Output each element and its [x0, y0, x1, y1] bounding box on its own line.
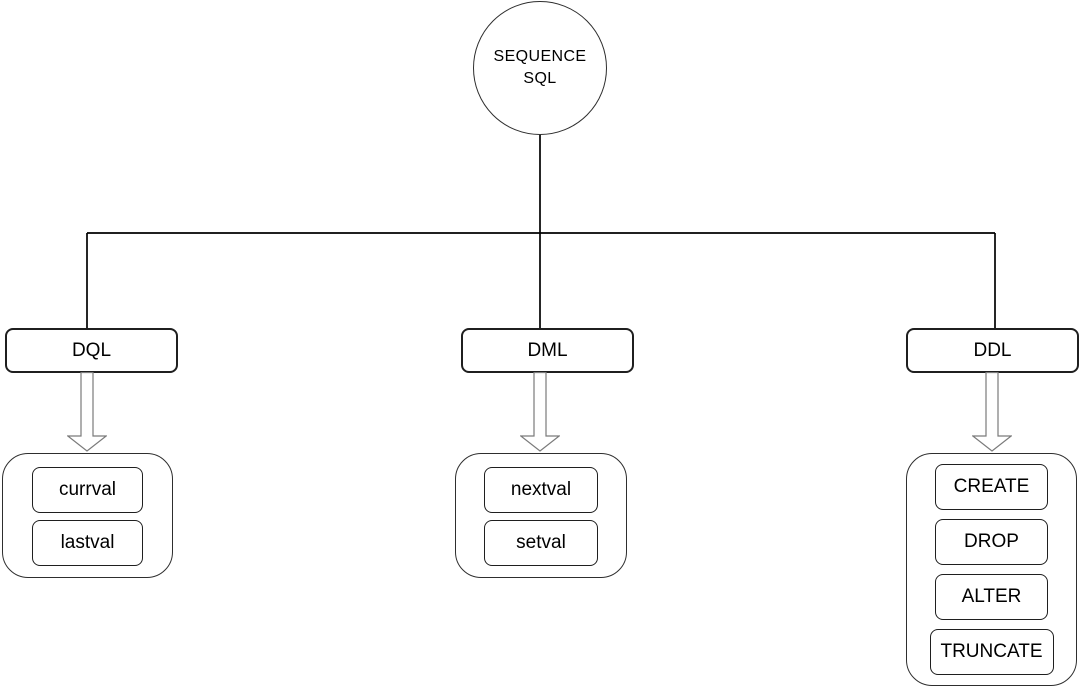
- root-label-line-1: SEQUENCE: [493, 48, 587, 65]
- root-node-sequence-sql: SEQUENCE SQL: [473, 1, 607, 135]
- root-label-line-2: SQL: [523, 70, 557, 87]
- block-arrow-down-icon: [67, 372, 107, 452]
- branch-node-ddl-label: DDL: [973, 339, 1012, 361]
- leaf-node-lastval: lastval: [32, 520, 143, 566]
- leaf-node-create-label: CREATE: [953, 476, 1030, 497]
- root-node-label: SEQUENCE SQL: [494, 46, 587, 90]
- leaf-node-alter: ALTER: [935, 574, 1048, 620]
- group-container-ddl: CREATE DROP ALTER TRUNCATE: [906, 453, 1077, 686]
- leaf-node-drop-label: DROP: [964, 531, 1019, 552]
- branch-node-dml-label: DML: [527, 339, 568, 361]
- leaf-node-currval-label: currval: [58, 479, 116, 500]
- leaf-node-drop: DROP: [935, 519, 1048, 565]
- block-arrow-down-icon: [520, 372, 560, 452]
- leaf-node-nextval: nextval: [484, 467, 598, 513]
- branch-node-dql-label: DQL: [71, 339, 112, 361]
- branch-node-dml: DML: [461, 328, 634, 373]
- branch-node-dql: DQL: [5, 328, 178, 373]
- branch-node-ddl: DDL: [906, 328, 1079, 373]
- group-container-dql: currval lastval: [2, 453, 173, 578]
- block-arrow-down-icon: [972, 372, 1012, 452]
- leaf-node-setval: setval: [484, 520, 598, 566]
- leaf-node-alter-label: ALTER: [961, 586, 1022, 607]
- leaf-node-truncate-label: TRUNCATE: [940, 641, 1043, 662]
- group-container-dml: nextval setval: [455, 453, 627, 578]
- leaf-node-nextval-label: nextval: [510, 479, 572, 500]
- leaf-node-currval: currval: [32, 467, 143, 513]
- leaf-node-setval-label: setval: [516, 532, 566, 553]
- leaf-node-create: CREATE: [935, 464, 1048, 510]
- leaf-node-lastval-label: lastval: [60, 532, 115, 553]
- leaf-node-truncate: TRUNCATE: [929, 629, 1054, 675]
